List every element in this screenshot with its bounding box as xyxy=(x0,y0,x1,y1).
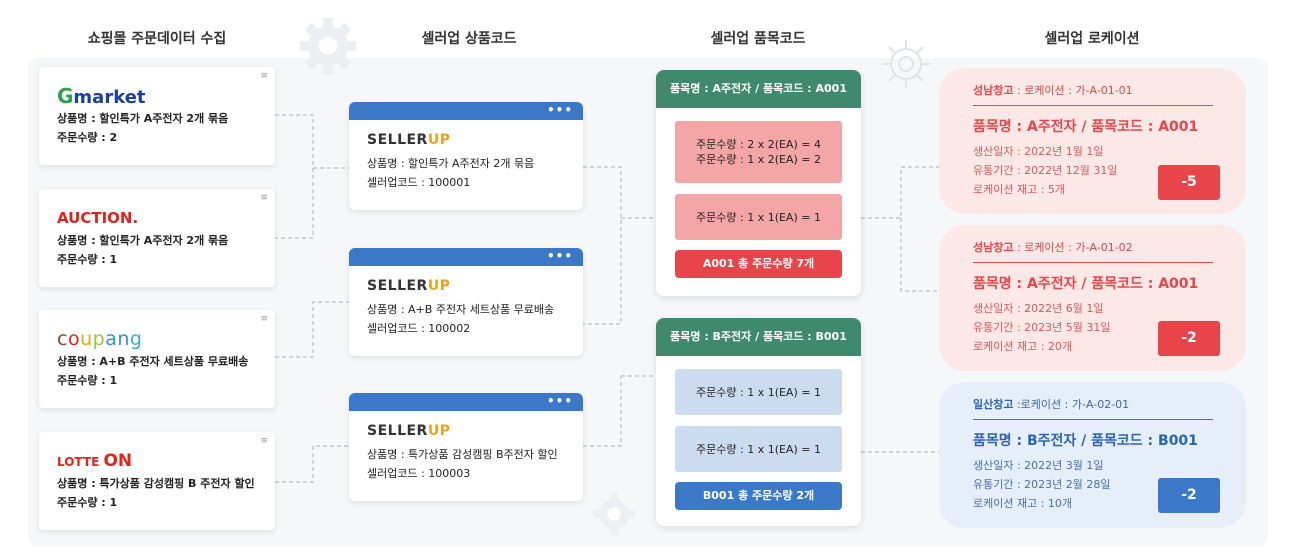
menu-icon: ≡ xyxy=(260,193,267,203)
stock-delta-badge: -2 xyxy=(1158,478,1220,513)
auction-logo: AUCTION. xyxy=(57,209,139,227)
coupang-logo: coupang xyxy=(57,328,143,350)
location-stock: 로케이션 재고 : 10개 xyxy=(973,497,1073,510)
window-bar: ••• xyxy=(349,248,583,266)
mall-qty: 주문수량 : 1 xyxy=(57,496,118,509)
item-total: B001 총 주문수량 2개 xyxy=(675,482,842,510)
menu-icon: ≡ xyxy=(260,314,267,324)
sellerup-code: 셀러업코드 : 100002 xyxy=(367,322,471,335)
column-title-malls: 쇼핑몰 주문데이터 수집 xyxy=(87,31,227,47)
location-stock: 로케이션 재고 : 5개 xyxy=(973,183,1066,196)
sellerup-card-2: ••• SELLERUP 상품명 : A+B 주전자 세트상품 무료배송 셀러업… xyxy=(349,248,583,356)
sellerup-code: 셀러업코드 : 100001 xyxy=(367,176,471,189)
location-stock: 로케이션 재고 : 20개 xyxy=(973,340,1073,353)
made-date: 생산일자 : 2022년 6월 1일 xyxy=(973,302,1104,315)
menu-icon: ≡ xyxy=(260,436,267,446)
sellerup-product: 상품명 : A+B 주전자 세트상품 무료배송 xyxy=(367,303,555,316)
sellerup-logo: SELLERUP xyxy=(367,278,451,294)
item-header: 품목명 : B주전자 / 품목코드 : B001 xyxy=(656,318,861,356)
location-card-2: 성남창고 : 로케이션 : 가-A-01-02 품목명 : A주전자 / 품목코… xyxy=(939,225,1246,371)
qty-box: 주문수량 : 1 x 1(EA) = 1 xyxy=(675,194,842,240)
made-date: 생산일자 : 2022년 1월 1일 xyxy=(973,145,1104,158)
item-total: A001 총 주문수량 7개 xyxy=(675,250,842,278)
made-date: 생산일자 : 2022년 3월 1일 xyxy=(973,459,1104,472)
sellerup-logo: SELLERUP xyxy=(367,423,451,439)
location-card-1: 성남창고 : 로케이션 : 가-A-01-01 품목명 : A주전자 / 품목코… xyxy=(939,68,1246,214)
expire-date: 유통기간 : 2022년 12월 31일 xyxy=(973,164,1118,177)
more-dots-icon: ••• xyxy=(546,103,573,117)
sellerup-code: 셀러업코드 : 100003 xyxy=(367,467,471,480)
sellerup-card-3: ••• SELLERUP 상품명 : 특가상품 감성캠핑 B주전자 할인 셀러업… xyxy=(349,393,583,501)
lotteon-logo: LOTTE ON xyxy=(57,451,133,471)
sellerup-logo: SELLERUP xyxy=(367,132,451,148)
sellerup-card-1: ••• SELLERUP 상품명 : 할인특가 A주전자 2개 묶음 셀러업코드… xyxy=(349,102,583,210)
mall-qty: 주문수량 : 2 xyxy=(57,131,118,144)
column-title-product-code: 셀러업 상품코드 xyxy=(421,31,517,47)
mall-product: 상품명 : 할인특가 A주전자 2개 묶음 xyxy=(57,234,229,247)
sellerup-product: 상품명 : 특가상품 감성캠핑 B주전자 할인 xyxy=(367,448,558,461)
mall-qty: 주문수량 : 1 xyxy=(57,253,118,266)
qty-box: 주문수량 : 1 x 1(EA) = 1 xyxy=(675,369,842,415)
mall-card-gmarket: ≡ Gmarket 상품명 : 할인특가 A주전자 2개 묶음 주문수량 : 2 xyxy=(39,67,275,165)
mall-card-lotteon: ≡ LOTTE ON 상품명 : 특가상품 감성캠핑 B 주전자 할인 주문수량… xyxy=(39,432,275,530)
window-bar: ••• xyxy=(349,102,583,120)
location-item-name: 품목명 : A주전자 / 품목코드 : A001 xyxy=(973,119,1199,135)
mall-qty: 주문수량 : 1 xyxy=(57,374,118,387)
gmarket-logo: Gmarket xyxy=(57,84,146,108)
location-card-3: 일산창고 :로케이션 : 가-A-02-01 품목명 : B주전자 / 품목코드… xyxy=(939,382,1246,528)
stock-delta-badge: -2 xyxy=(1158,321,1220,356)
mall-product: 상품명 : 할인특가 A주전자 2개 묶음 xyxy=(57,112,229,125)
location-header: 일산창고 :로케이션 : 가-A-02-01 xyxy=(973,398,1130,411)
column-title-location: 셀러업 로케이션 xyxy=(1044,31,1140,47)
gear-icon-small xyxy=(593,493,635,535)
location-item-name: 품목명 : B주전자 / 품목코드 : B001 xyxy=(973,433,1198,449)
more-dots-icon: ••• xyxy=(546,394,573,408)
mall-product: 상품명 : A+B 주전자 세트상품 무료배송 xyxy=(57,355,249,368)
item-card-b001: 품목명 : B주전자 / 품목코드 : B001 주문수량 : 1 x 1(EA… xyxy=(656,318,861,526)
location-header: 성남창고 : 로케이션 : 가-A-01-01 xyxy=(973,84,1133,97)
expire-date: 유통기간 : 2023년 2월 28일 xyxy=(973,478,1111,491)
gear-outline-icon xyxy=(882,40,930,88)
mall-product: 상품명 : 특가상품 감성캠핑 B 주전자 할인 xyxy=(57,477,255,490)
item-header: 품목명 : A주전자 / 품목코드 : A001 xyxy=(656,70,861,108)
expire-date: 유통기간 : 2023년 5월 31일 xyxy=(973,321,1111,334)
location-header: 성남창고 : 로케이션 : 가-A-01-02 xyxy=(973,241,1133,254)
location-item-name: 품목명 : A주전자 / 품목코드 : A001 xyxy=(973,276,1199,292)
item-card-a001: 품목명 : A주전자 / 품목코드 : A001 주문수량 : 2 x 2(EA… xyxy=(656,70,861,296)
qty-box: 주문수량 : 1 x 1(EA) = 1 xyxy=(675,426,842,472)
menu-icon: ≡ xyxy=(260,71,267,81)
stock-delta-badge: -5 xyxy=(1158,165,1220,200)
window-bar: ••• xyxy=(349,393,583,411)
column-title-item-code: 셀러업 품목코드 xyxy=(710,31,806,47)
mall-card-auction: ≡ AUCTION. 상품명 : 할인특가 A주전자 2개 묶음 주문수량 : … xyxy=(39,189,275,287)
sellerup-product: 상품명 : 할인특가 A주전자 2개 묶음 xyxy=(367,157,535,170)
mall-card-coupang: ≡ coupang 상품명 : A+B 주전자 세트상품 무료배송 주문수량 :… xyxy=(39,310,275,408)
gear-icon xyxy=(300,18,356,74)
more-dots-icon: ••• xyxy=(546,249,573,263)
